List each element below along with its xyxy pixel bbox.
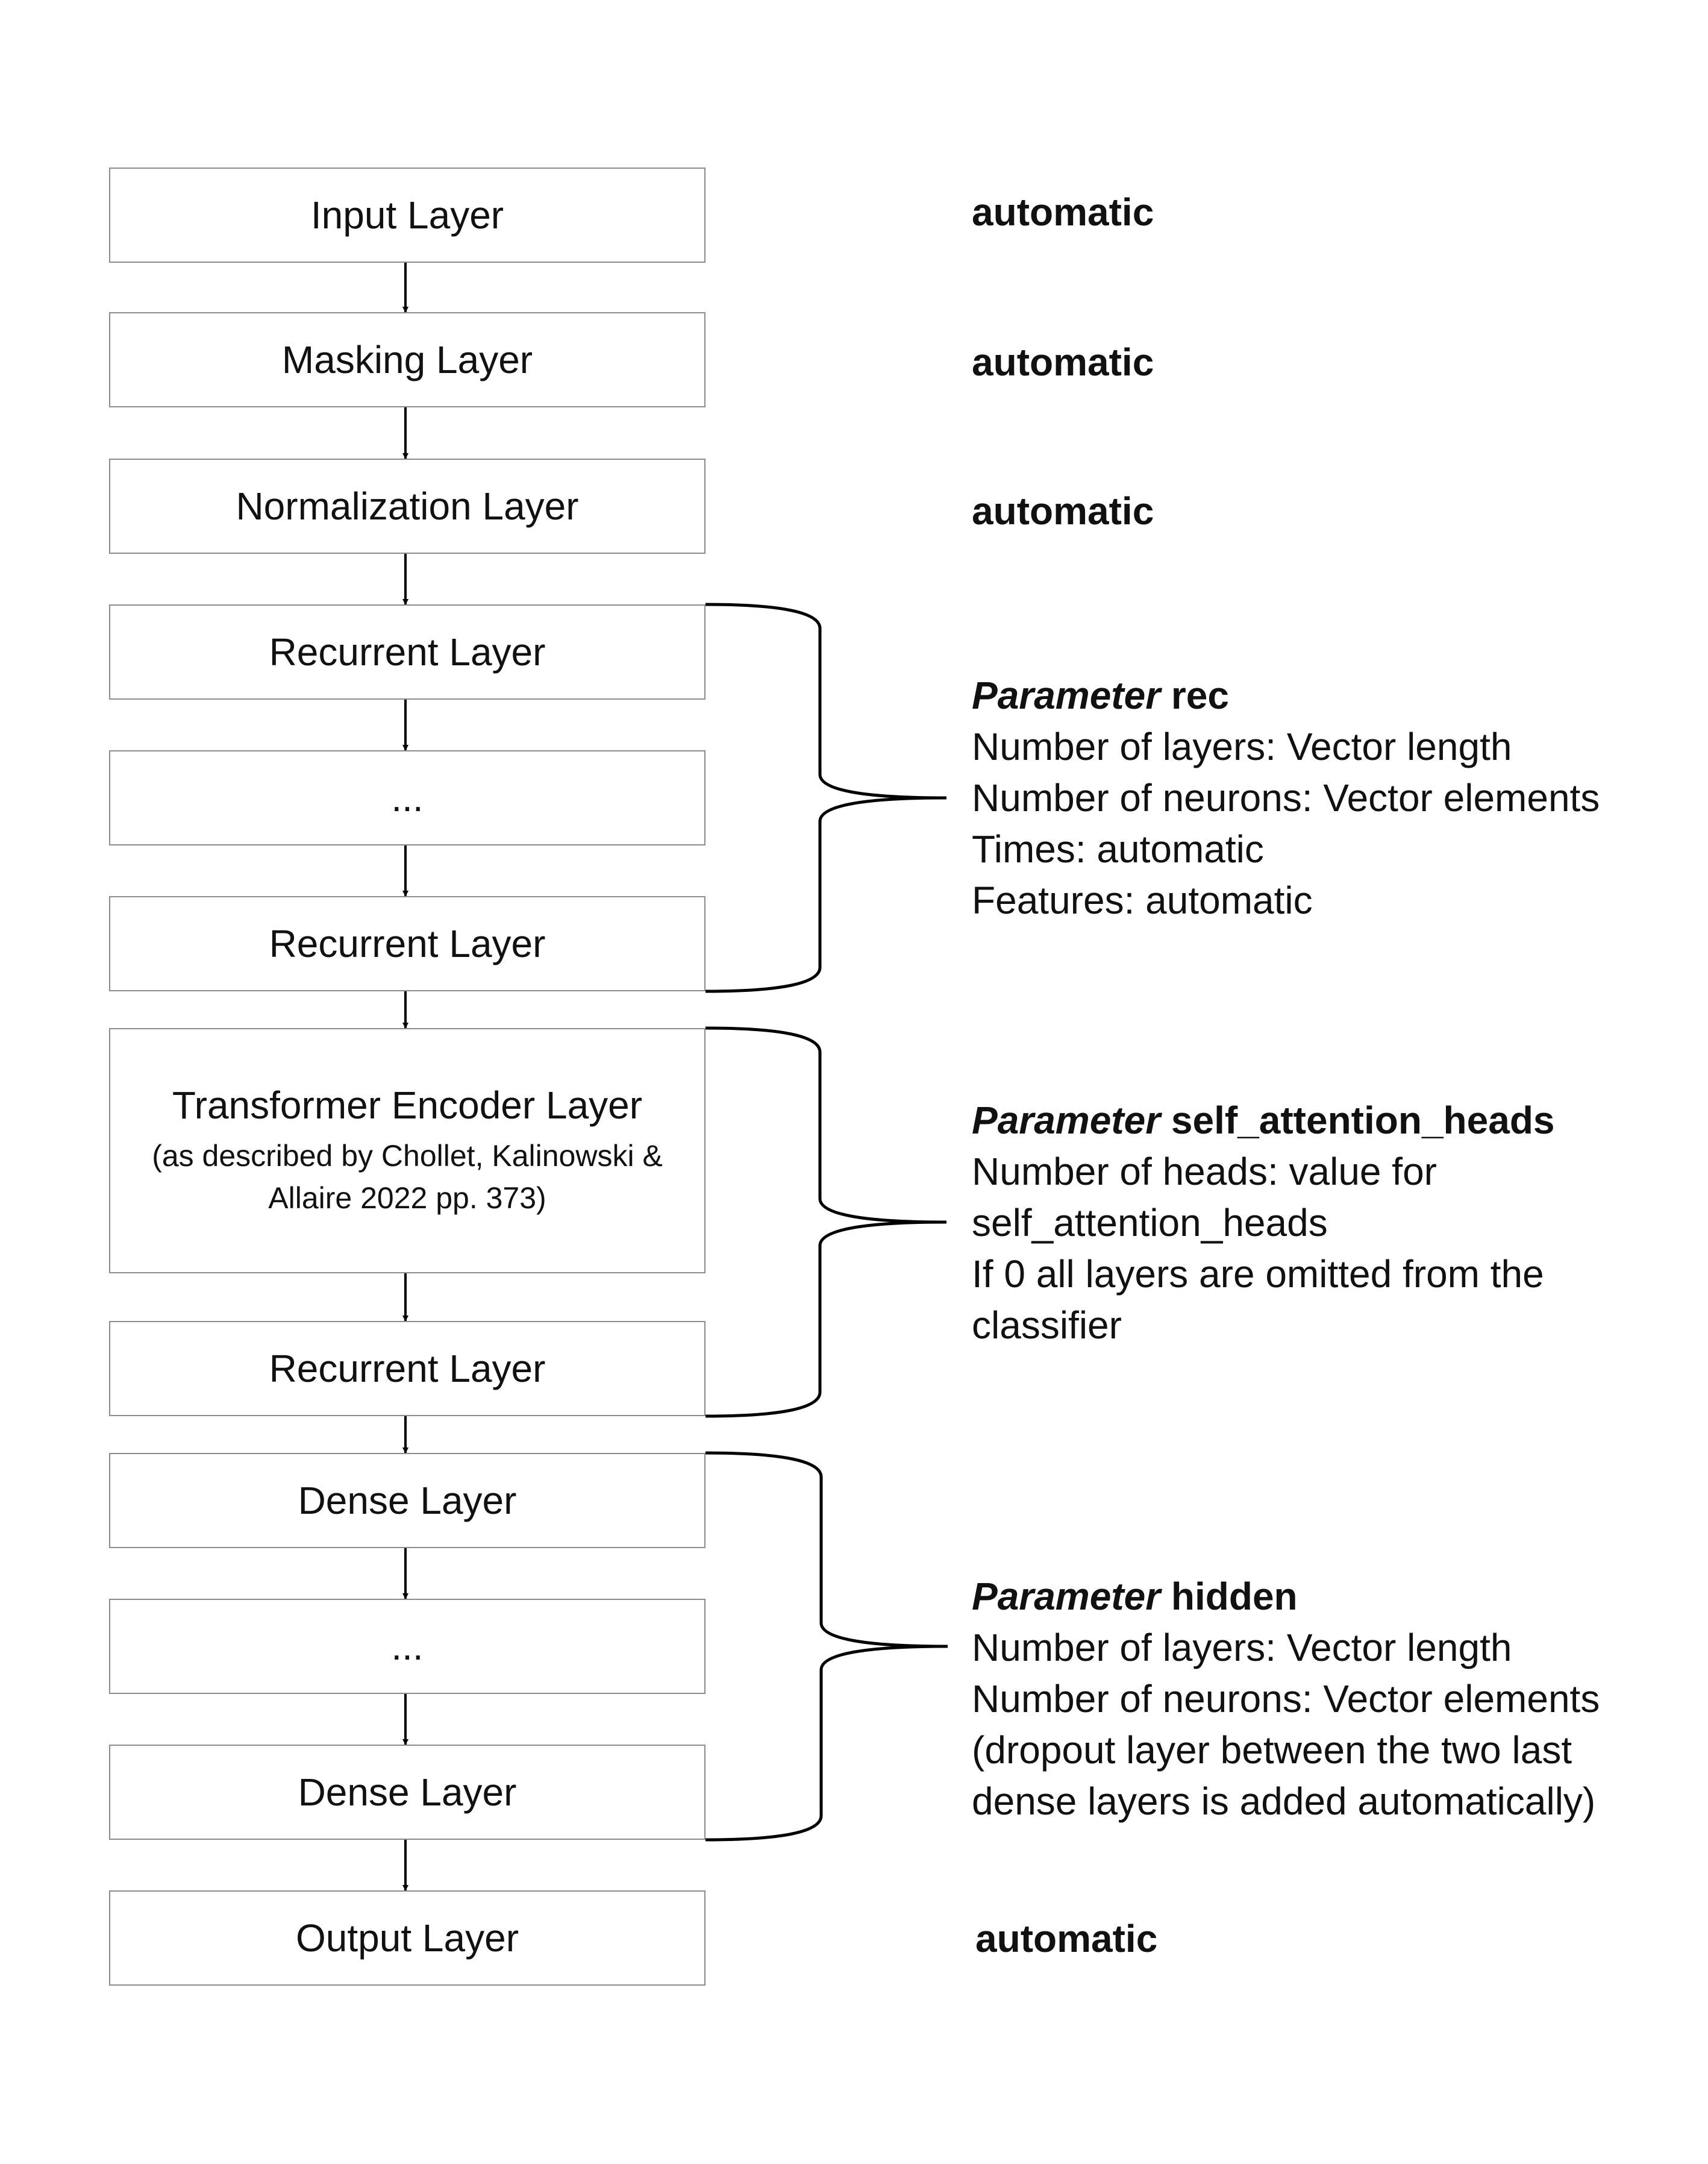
param-line: self_attention_heads (972, 1201, 1328, 1244)
param-line: Number of neurons: Vector elements (972, 776, 1600, 820)
param-line: classifier (972, 1303, 1122, 1347)
param-line: If 0 all layers are omitted from the (972, 1252, 1544, 1296)
citation-line-1: (as described by Chollet, Kalinowski & (152, 1138, 663, 1173)
citation-line-2: Allaire 2022 pp. 373) (268, 1181, 546, 1215)
param-title: Parameter rec (972, 670, 1600, 721)
brace-hidden (705, 1451, 948, 1842)
param-line: Times: automatic (972, 827, 1264, 871)
dense-layer-box-1: Dense Layer (109, 1453, 705, 1548)
param-line: Number of heads: value for (972, 1150, 1437, 1193)
masking-layer-box: Masking Layer (109, 312, 705, 407)
box-label: Dense Layer (298, 1478, 517, 1522)
note-automatic-normalization: automatic (972, 489, 1154, 533)
param-name: rec (1171, 674, 1229, 717)
recurrent-layer-box-2: Recurrent Layer (109, 896, 705, 991)
box-label: ... (391, 1624, 424, 1668)
note-automatic-input: automatic (972, 190, 1154, 234)
brace-rec (705, 603, 947, 993)
brace-self-attention (705, 1026, 947, 1418)
dense-ellipsis-box: ... (109, 1599, 705, 1694)
param-name: hidden (1171, 1575, 1298, 1618)
param-line: Features: automatic (972, 879, 1313, 922)
box-label: Input Layer (310, 193, 504, 237)
param-line: Number of layers: Vector length (972, 725, 1512, 768)
input-layer-box: Input Layer (109, 168, 705, 263)
param-group-self-attention-heads: Parameter self_attention_heads Number of… (972, 1095, 1555, 1351)
box-label: Dense Layer (298, 1770, 517, 1814)
transformer-encoder-layer-box: Transformer Encoder Layer (as described … (109, 1028, 705, 1273)
box-label: Recurrent Layer (269, 921, 546, 965)
braces (705, 603, 948, 1842)
box-label: Output Layer (296, 1916, 519, 1960)
param-group-hidden: Parameter hidden Number of layers: Vecto… (972, 1571, 1600, 1827)
box-citation: (as described by Chollet, Kalinowski & A… (152, 1135, 663, 1219)
param-group-rec: Parameter rec Number of layers: Vector l… (972, 670, 1600, 926)
box-label: Recurrent Layer (269, 630, 546, 674)
param-line: (dropout layer between the two last (972, 1728, 1572, 1772)
param-name: self_attention_heads (1171, 1099, 1555, 1142)
param-line: Number of neurons: Vector elements (972, 1677, 1600, 1720)
normalization-layer-box: Normalization Layer (109, 459, 705, 554)
box-label: Transformer Encoder Layer (172, 1084, 643, 1127)
box-label: Masking Layer (281, 337, 533, 381)
param-keyword: Parameter (972, 1099, 1161, 1142)
param-line: Number of layers: Vector length (972, 1626, 1512, 1669)
box-label: ... (391, 776, 424, 820)
output-layer-box: Output Layer (109, 1890, 705, 1986)
note-automatic-output: automatic (975, 1917, 1158, 1960)
note-automatic-masking: automatic (972, 340, 1154, 384)
param-keyword: Parameter (972, 1575, 1161, 1618)
recurrent-layer-box-1: Recurrent Layer (109, 604, 705, 700)
box-label: Recurrent Layer (269, 1346, 546, 1390)
param-keyword: Parameter (972, 674, 1161, 717)
recurrent-ellipsis-box: ... (109, 750, 705, 845)
recurrent-layer-box-3: Recurrent Layer (109, 1321, 705, 1416)
param-title: Parameter hidden (972, 1571, 1600, 1622)
box-label: Normalization Layer (236, 484, 579, 528)
param-title: Parameter self_attention_heads (972, 1095, 1555, 1146)
param-line: dense layers is added automatically) (972, 1780, 1596, 1823)
dense-layer-box-2: Dense Layer (109, 1745, 705, 1840)
